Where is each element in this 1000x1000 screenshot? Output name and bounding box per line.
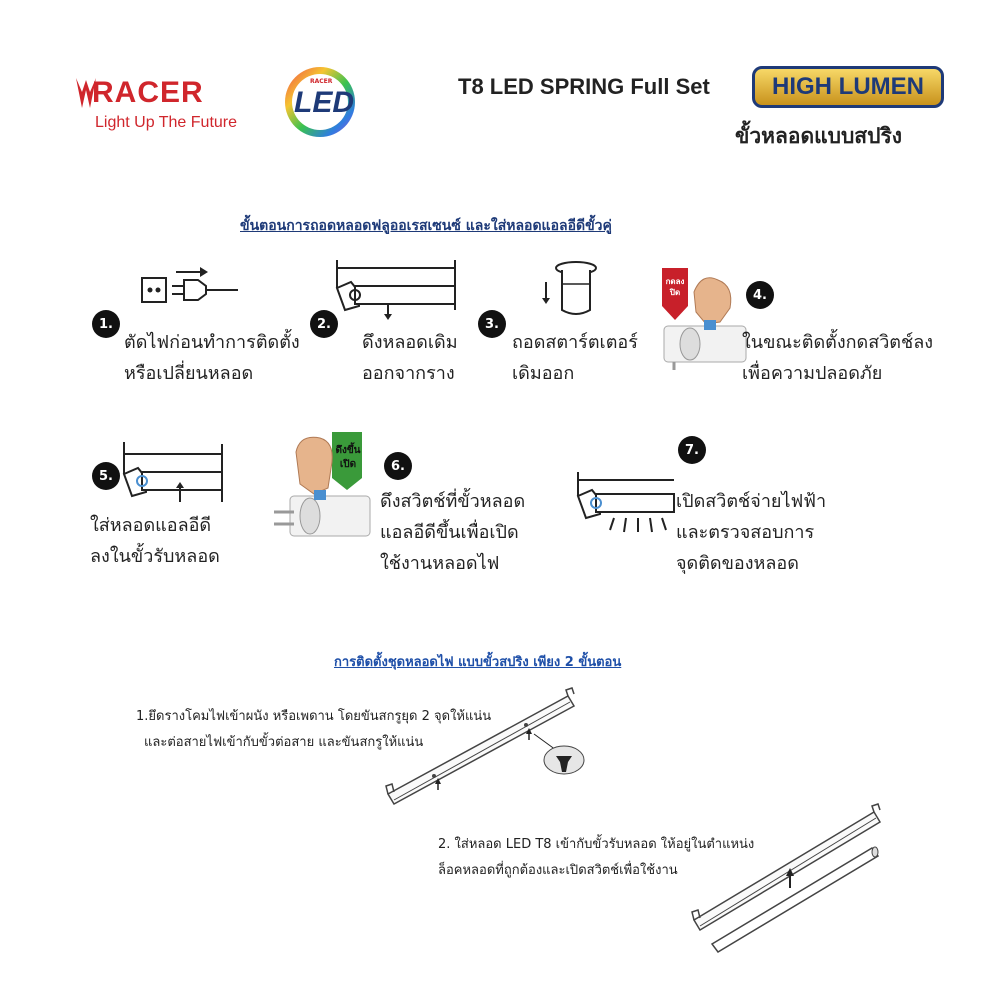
step-line: ใช้งานหลอดไฟ	[380, 553, 500, 574]
tube-insert-illustration	[691, 803, 882, 953]
step-line: จุดติดของหลอด	[676, 553, 799, 574]
install-line: และต่อสายไฟเข้ากับขั้วต่อสาย และขันสกรูใ…	[144, 735, 424, 750]
step-line: ในขณะติดตั้งกดสวิตช์ลง	[742, 332, 934, 353]
high-lumen-badge: HIGH LUMEN	[752, 66, 944, 108]
install-line: ล็อคหลอดที่ถูกต้องและเปิดสวิตช์เพื่อใช้ง…	[438, 863, 678, 878]
step-text: ตัดไฟก่อนทำการติดตั้ง หรือเปลี่ยนหลอด	[124, 327, 300, 389]
product-subtitle: ขั้วหลอดแบบสปริง	[735, 124, 902, 148]
step-number: 1.	[92, 310, 120, 338]
section2-title: การติดตั้งชุดหลอดไฟ แบบขั้วสปริง เพียง 2…	[334, 655, 622, 670]
switch-tag-text: ดึงขึ้น เปิด	[335, 445, 361, 470]
step-line: ลงในขั้วรับหลอด	[90, 546, 220, 567]
fixture-remove-tube-icon	[335, 260, 456, 320]
plug-unplug-icon	[141, 267, 238, 303]
step-line: เปิดสวิตช์จ่ายไฟฟ้า	[676, 491, 827, 512]
step-line: และตรวจสอบการ	[676, 522, 815, 543]
step-line: ตัดไฟก่อนทำการติดตั้ง	[124, 332, 300, 353]
step-text: ในขณะติดตั้งกดสวิตช์ลง เพื่อความปลอดภัย	[742, 327, 933, 389]
racer-logo-mark	[76, 78, 96, 108]
led-badge-small-text: RACER	[310, 78, 333, 85]
fixture-mount-illustration	[385, 687, 585, 806]
step-text: ดึงหลอดเดิม ออกจากราง	[362, 327, 458, 389]
fixture-lit-tube-icon	[576, 472, 675, 533]
step-line: เดิมออก	[512, 363, 575, 384]
switch-tag-text: กดลง ปิด	[665, 277, 685, 297]
section1-title: ขั้นตอนการถอดหลอดฟลูออเรสเซนซ์ และใส่หลอ…	[240, 218, 612, 234]
install-line: 1.ยึดรางโคมไฟเข้าผนัง หรือเพดาน โดยขันสก…	[136, 709, 492, 724]
step-number: 4.	[746, 281, 774, 309]
led-badge-text: LED	[294, 86, 354, 119]
step-line: ถอดสตาร์ตเตอร์	[512, 332, 638, 353]
led-badge: RACER LED	[282, 64, 358, 140]
step-line: ใส่หลอดแอลอีดี	[90, 515, 212, 536]
step-line: หรือเปลี่ยนหลอด	[124, 363, 254, 384]
product-title: T8 LED SPRING Full Set	[458, 74, 710, 99]
step-line: ดึงหลอดเดิม	[362, 332, 458, 353]
step-number: 7.	[678, 436, 706, 464]
step-text: ดึงสวิตช์ที่ขั้วหลอด แอลอีดีขึ้นเพื่อเปิ…	[380, 486, 525, 579]
step-line: เพื่อความปลอดภัย	[742, 363, 883, 384]
step-text: ถอดสตาร์ตเตอร์ เดิมออก	[512, 327, 638, 389]
step-text: เปิดสวิตช์จ่ายไฟฟ้า และตรวจสอบการ จุดติด…	[676, 486, 826, 579]
brand-name: RACER	[92, 76, 204, 109]
install-step-1: 1.ยึดรางโคมไฟเข้าผนัง หรือเพดาน โดยขันสก…	[136, 704, 491, 756]
step-number: 3.	[478, 310, 506, 338]
starter-icon	[542, 261, 597, 315]
step-text: ใส่หลอดแอลอีดี ลงในขั้วรับหลอด	[90, 510, 220, 572]
brand-tagline: Light Up The Future	[95, 114, 238, 131]
step-number: 5.	[92, 462, 120, 490]
install-step-2: 2. ใส่หลอด LED T8 เข้ากับขั้วรับหลอด ให้…	[438, 832, 754, 884]
step-number: 6.	[384, 452, 412, 480]
step-line: แอลอีดีขึ้นเพื่อเปิด	[380, 522, 519, 543]
fixture-insert-tube-icon	[122, 442, 223, 502]
step-number: 2.	[310, 310, 338, 338]
step-line: ดึงสวิตช์ที่ขั้วหลอด	[380, 491, 526, 512]
step-line: ออกจากราง	[362, 363, 455, 384]
install-line: 2. ใส่หลอด LED T8 เข้ากับขั้วรับหลอด ให้…	[438, 837, 755, 852]
press-switch-down-icon	[662, 268, 747, 370]
pull-switch-up-icon	[274, 432, 371, 537]
